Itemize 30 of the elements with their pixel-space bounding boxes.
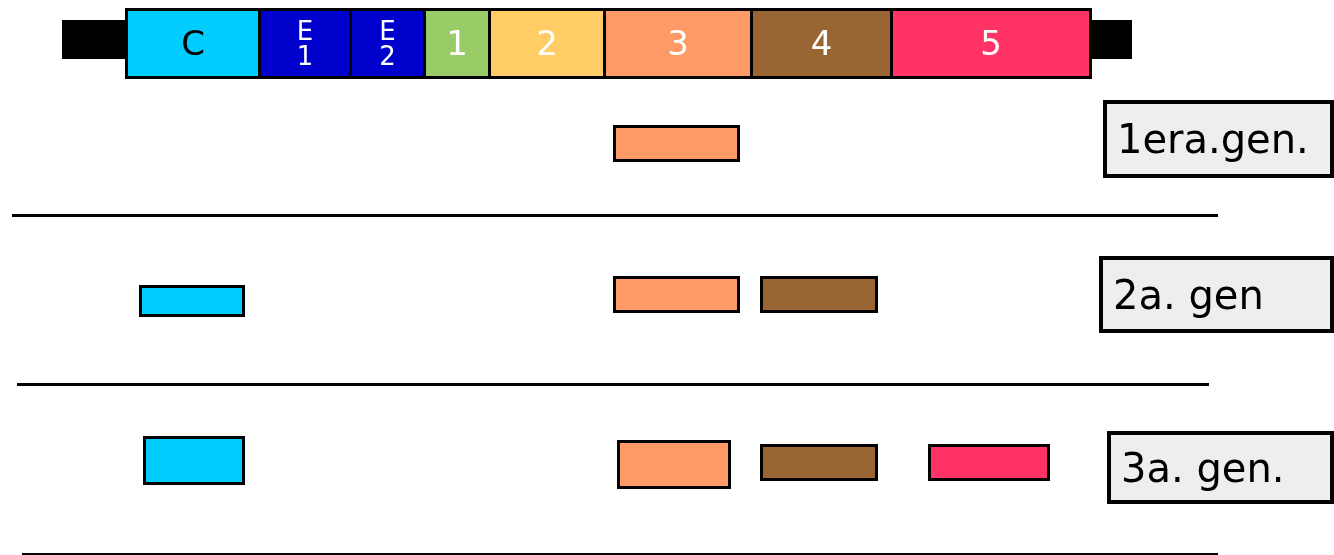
generation-box <box>1103 100 1334 178</box>
protein-bar <box>139 285 245 317</box>
protein-bar <box>928 444 1050 481</box>
genome-segment <box>750 8 893 79</box>
generation-label: 1era.gen. <box>1117 116 1309 162</box>
segment-label: 3 <box>667 27 689 60</box>
genome-segment <box>488 8 606 79</box>
genome-segment <box>603 8 753 79</box>
protein-bar <box>613 125 740 162</box>
segment-label: 1 <box>446 27 468 60</box>
genome-segment <box>423 8 491 79</box>
protein-bar <box>613 276 740 313</box>
segment-label: E 1 <box>295 18 315 69</box>
genome-segment <box>349 8 426 79</box>
generation-label: 3a. gen. <box>1121 444 1285 491</box>
segment-label: C <box>181 27 205 60</box>
generation-box <box>1107 431 1334 504</box>
generation-label: 2a. gen <box>1113 271 1264 318</box>
protein-bar <box>760 276 878 313</box>
protein-bar <box>760 444 878 481</box>
generation-box <box>1099 256 1334 333</box>
protein-bar <box>617 440 731 489</box>
segment-label: 2 <box>536 27 558 60</box>
segment-label: 5 <box>980 27 1002 60</box>
genome-segment <box>258 8 352 79</box>
genome-segment <box>890 8 1092 79</box>
genome-segment <box>125 8 261 79</box>
protein-bar <box>143 436 245 485</box>
segment-label: 4 <box>810 27 833 60</box>
segment-label: E 2 <box>378 18 397 69</box>
